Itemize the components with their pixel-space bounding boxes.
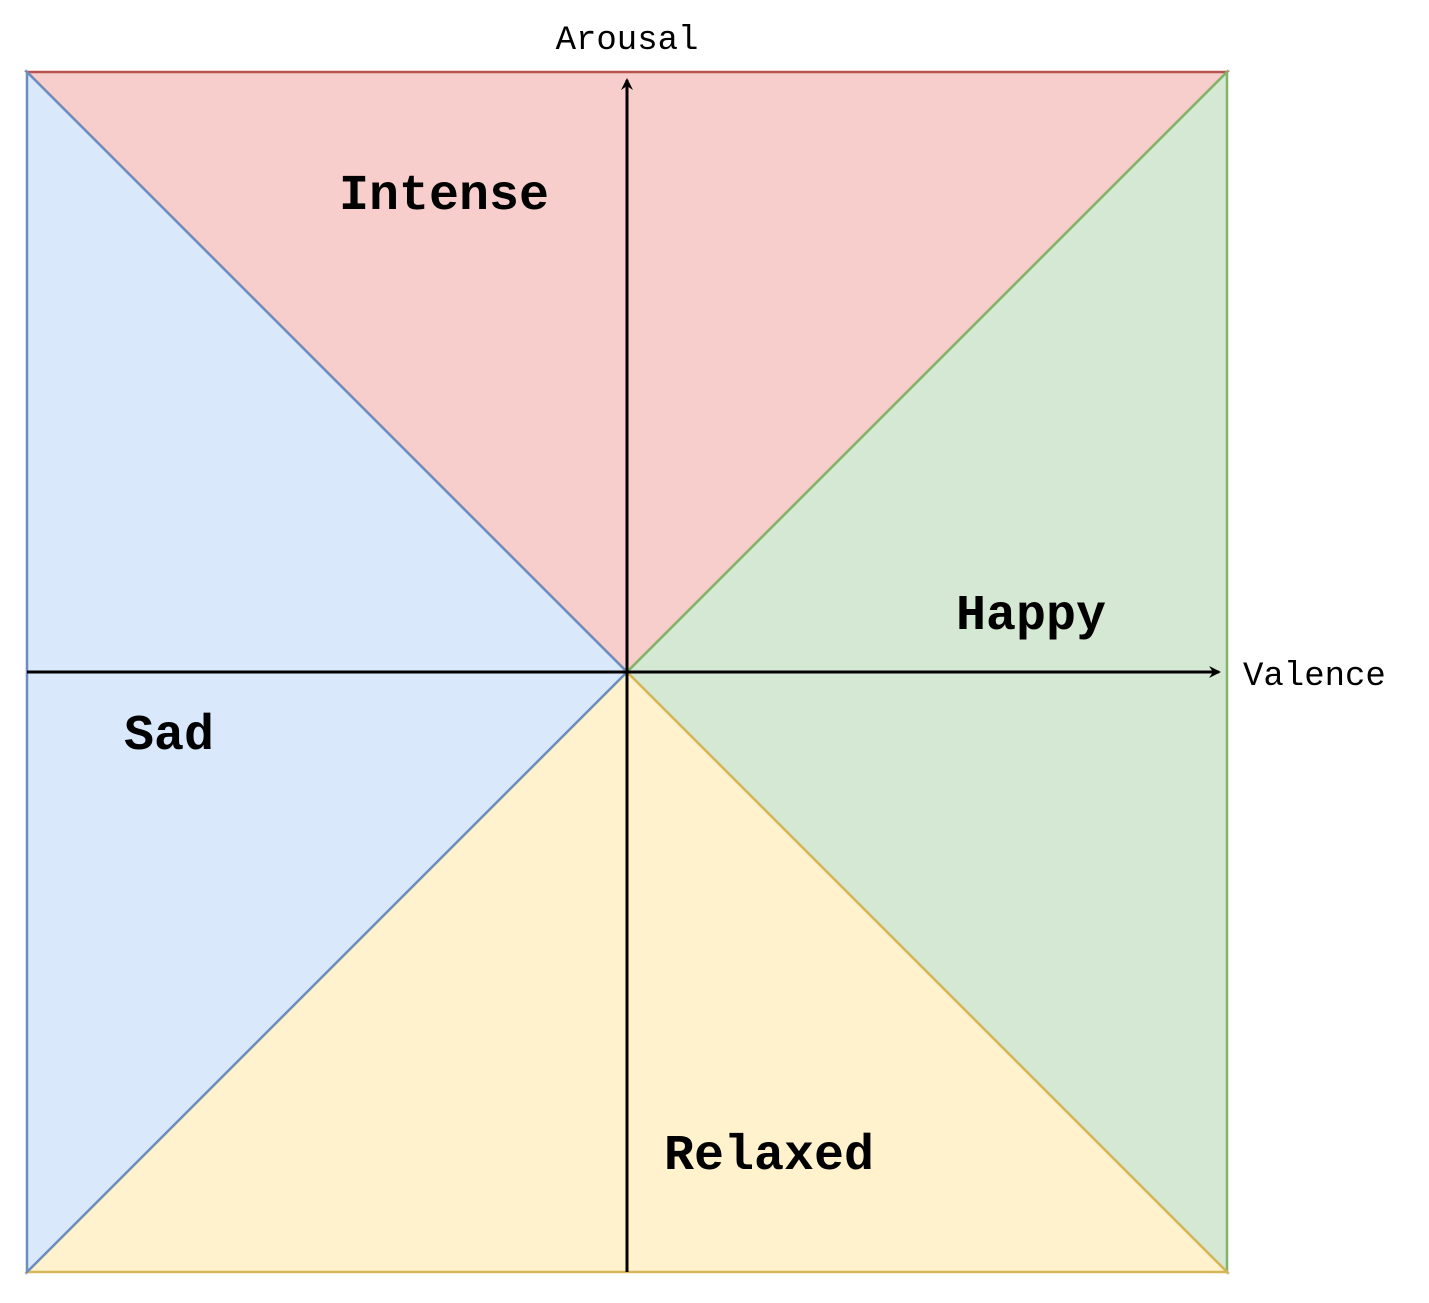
- arousal-axis-label: Arousal: [556, 22, 699, 60]
- valence-axis-label: Valence: [1243, 658, 1386, 696]
- intense-label: Intense: [339, 168, 549, 225]
- happy-label: Happy: [956, 588, 1106, 645]
- sad-label: Sad: [124, 708, 214, 765]
- relaxed-label: Relaxed: [664, 1128, 874, 1185]
